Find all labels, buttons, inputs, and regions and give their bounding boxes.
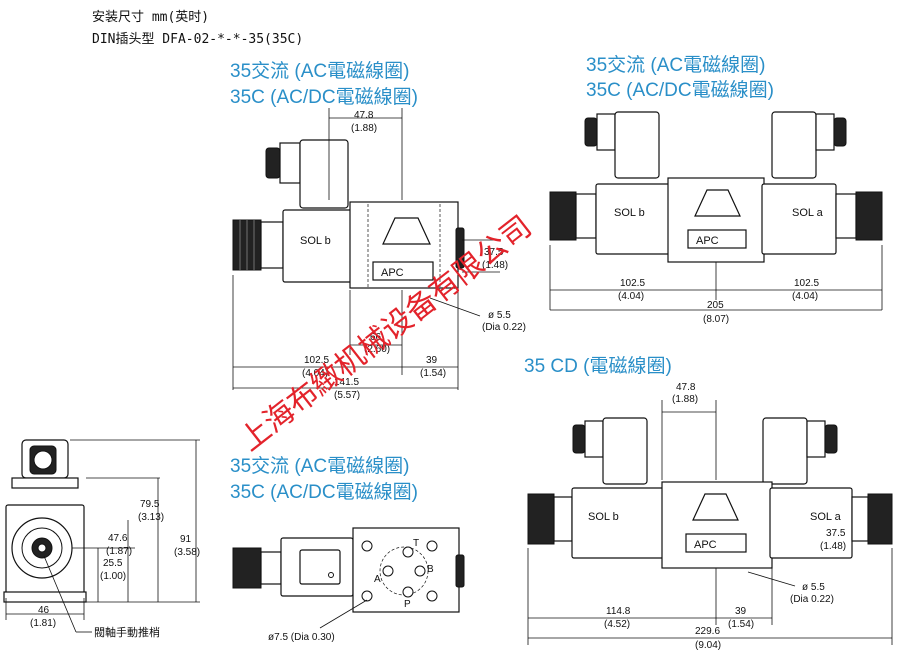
manual-pin-note: 閥軸手動推梢 xyxy=(94,625,160,639)
sol-b-label-cd: SOL b xyxy=(588,511,619,523)
dim-cd-hole: ø 5.5 xyxy=(802,582,825,593)
dim-side-79.5: 79.5 xyxy=(140,499,160,510)
dim-cd-114.8: 114.8 xyxy=(606,606,631,617)
dim-side-47.6: 47.6 xyxy=(108,533,128,544)
port-p: P xyxy=(404,599,411,610)
title-acdc: 35C (AC/DC電磁線圈) xyxy=(230,86,418,108)
dim-66: 66 xyxy=(370,332,382,343)
dim-cd-229.6: 229.6 xyxy=(695,626,720,637)
dim-double-102.5-right-in: (4.04) xyxy=(792,291,818,302)
port-b: B xyxy=(427,564,434,575)
dim-cd-47.8-in: (1.88) xyxy=(672,394,698,405)
dim-39: 39 xyxy=(426,355,438,366)
dim-top-hole: ø7.5 (Dia 0.30) xyxy=(268,632,335,643)
dim-cd-39: 39 xyxy=(735,606,747,617)
title-cd: 35 CD (電磁線圈) xyxy=(524,355,672,377)
view-top: 35交流 (AC電磁線圈) 35C (AC/DC電磁線圈) T A B P ø7… xyxy=(230,455,465,643)
dim-hole-in: (Dia 0.22) xyxy=(482,322,526,333)
dim-cd-229.6-in: (9.04) xyxy=(695,640,721,651)
dim-side-25.5-in: (1.00) xyxy=(100,571,126,582)
sol-a-label-cd: SOL a xyxy=(810,511,842,523)
port-t: T xyxy=(413,538,419,549)
sol-b-label-double: SOL b xyxy=(614,207,645,219)
brand-label-cd: APC xyxy=(694,539,717,551)
sol-b-label: SOL b xyxy=(300,235,331,247)
dim-cd-47.8: 47.8 xyxy=(676,382,696,393)
view-double-ac: 35交流 (AC電磁線圈) 35C (AC/DC電磁線圈) SOL b APC … xyxy=(549,54,883,325)
dim-102.5-in: (4.04) xyxy=(302,368,328,379)
dim-37.5: 37.5 xyxy=(484,247,504,258)
brand-label-double: APC xyxy=(696,235,719,247)
dim-205: 205 xyxy=(707,300,724,311)
title-ac-top: 35交流 (AC電磁線圈) xyxy=(230,455,409,477)
dim-47.8-in: (1.88) xyxy=(351,123,377,134)
header-unit-line: 安装尺寸 mm(英时) xyxy=(92,10,210,25)
dim-39-in: (1.54) xyxy=(420,368,446,379)
port-a: A xyxy=(374,574,381,585)
dim-side-79.5-in: (3.13) xyxy=(138,512,164,523)
dim-hole: ø 5.5 xyxy=(488,310,511,321)
dim-side-91-in: (3.58) xyxy=(174,547,200,558)
dim-141.5: 141.5 xyxy=(334,377,359,388)
dim-side-91: 91 xyxy=(180,534,192,545)
title-acdc-double: 35C (AC/DC電磁線圈) xyxy=(586,79,774,101)
dim-double-102.5-left-in: (4.04) xyxy=(618,291,644,302)
view-cd: 35 CD (電磁線圈) SOL b APC SOL a 47.8 (1.88)… xyxy=(524,355,893,651)
dim-side-25.5: 25.5 xyxy=(103,558,123,569)
dim-66-in: (2.60) xyxy=(364,344,390,355)
dim-side-46-in: (1.81) xyxy=(30,618,56,629)
dim-cd-37.5-in: (1.48) xyxy=(820,541,846,552)
dim-205-in: (8.07) xyxy=(703,314,729,325)
dim-cd-114.8-in: (4.52) xyxy=(604,619,630,630)
dim-cd-hole-in: (Dia 0.22) xyxy=(790,594,834,605)
dim-cd-37.5: 37.5 xyxy=(826,528,846,539)
apc-triangle-icon xyxy=(382,217,431,245)
dim-side-46: 46 xyxy=(38,605,50,616)
dim-37.5-in: (1.48) xyxy=(482,260,508,271)
dim-cd-39-in: (1.54) xyxy=(728,619,754,630)
dim-side-47.6-in: (1.87) xyxy=(106,546,132,557)
title-acdc-top: 35C (AC/DC電磁線圈) xyxy=(230,481,418,503)
header-model-line: DIN插头型 DFA-02-*-*-35(35C) xyxy=(92,32,304,47)
title-ac: 35交流 (AC電磁線圈) xyxy=(230,60,409,82)
dim-double-102.5-left: 102.5 xyxy=(620,278,645,289)
title-ac-double: 35交流 (AC電磁線圈) xyxy=(586,54,765,76)
dim-102.5: 102.5 xyxy=(304,355,329,366)
brand-label: APC xyxy=(381,267,404,279)
view-single-ac: 35交流 (AC電磁線圈) 35C (AC/DC電磁線圈) SOL b APC … xyxy=(230,60,526,401)
dim-double-102.5-right: 102.5 xyxy=(794,278,819,289)
dim-141.5-in: (5.57) xyxy=(334,390,360,401)
view-side: 79.5 (3.13) 91 (3.58) 47.6 (1.87) 25.5 (… xyxy=(3,439,200,639)
dim-47.8: 47.8 xyxy=(354,110,374,121)
sol-a-label-double: SOL a xyxy=(792,207,824,219)
